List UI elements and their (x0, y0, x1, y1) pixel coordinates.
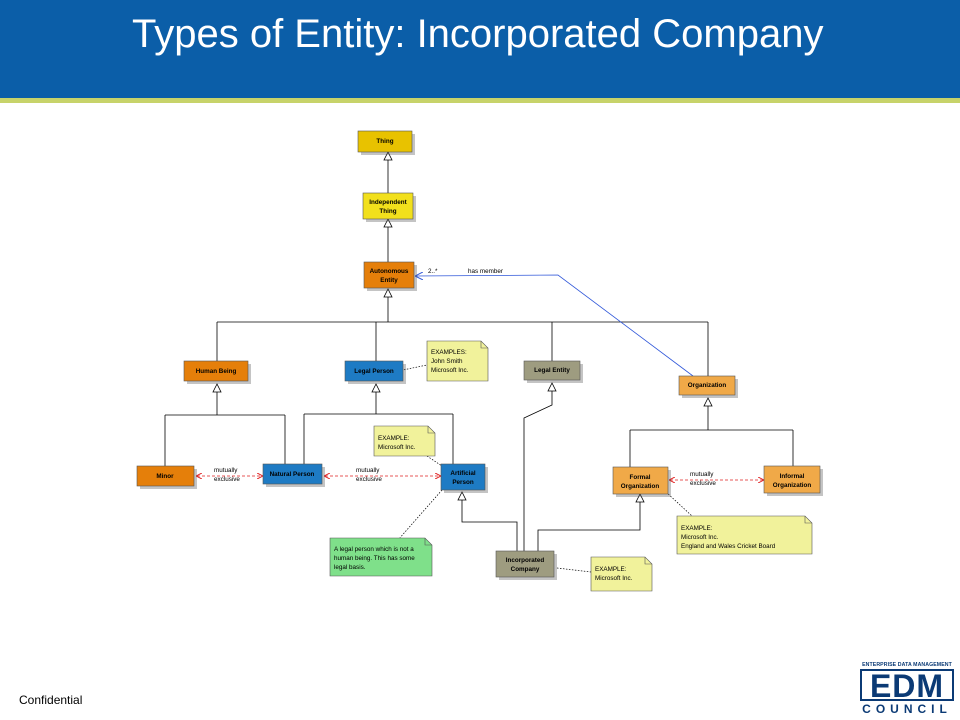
note-legal-person-examples: EXAMPLES: John Smith Microsoft Inc. (426, 340, 489, 382)
edm-council-logo: ENTERPRISE DATA MANAGEMENT EDM COUNCIL (858, 662, 956, 718)
svg-text:Human Being: Human Being (196, 368, 237, 375)
node-artificial-person: Artificial Person (440, 463, 488, 493)
svg-text:John Smith: John Smith (431, 358, 463, 365)
svg-text:legal basis.: legal basis. (334, 564, 366, 571)
node-human-being: Human Being (183, 360, 251, 384)
svg-text:Formal: Formal (630, 474, 651, 481)
svg-text:Organization: Organization (621, 483, 660, 490)
svg-text:Legal Person: Legal Person (354, 368, 394, 375)
note-incorporated-company-example: EXAMPLE: Microsoft Inc. (590, 556, 653, 592)
node-organization: Organization (678, 375, 738, 398)
svg-text:Artificial: Artificial (450, 470, 475, 477)
node-informal-organization: Informal Organization (763, 465, 823, 496)
has-member-label: has member (468, 268, 503, 275)
svg-text:EXAMPLES:: EXAMPLES: (431, 349, 467, 356)
svg-text:Legal Entity: Legal Entity (534, 367, 570, 374)
note-artificial-person-example: EXAMPLE: Microsoft Inc. (373, 425, 436, 457)
note-connectors (397, 364, 693, 573)
node-autonomous-entity: Autonomous Entity (363, 261, 417, 291)
footer-confidential: Confidential (19, 693, 83, 707)
node-natural-person: Natural Person (262, 463, 325, 487)
generalization-lines (164, 160, 794, 551)
has-member-multiplicity: 2..* (428, 268, 438, 275)
natural-artificial-exclusive-1: mutually (356, 467, 380, 474)
logo-main-text: EDM (860, 669, 954, 702)
svg-text:England and Wales Cricket Boar: England and Wales Cricket Board (681, 543, 776, 550)
svg-text:EXAMPLE:: EXAMPLE: (681, 525, 713, 532)
svg-text:human being. This has some: human being. This has some (334, 555, 415, 562)
svg-text:Thing: Thing (376, 138, 393, 145)
svg-text:EXAMPLE:: EXAMPLE: (378, 435, 410, 442)
svg-text:Organization: Organization (773, 482, 812, 489)
svg-text:Minor: Minor (156, 473, 174, 480)
svg-text:Microsoft Inc.: Microsoft Inc. (681, 534, 719, 541)
has-member-association (416, 275, 694, 377)
node-independent-thing: Independent Thing (362, 192, 416, 222)
svg-text:Autonomous: Autonomous (370, 268, 409, 275)
page-title: Types of Entity: Incorporated Company (132, 12, 824, 56)
svg-text:A legal person which is not a: A legal person which is not a (334, 546, 414, 553)
svg-text:Entity: Entity (380, 277, 398, 284)
node-minor: Minor (136, 465, 197, 489)
node-legal-person: Legal Person (344, 360, 406, 384)
logo-tagline: ENTERPRISE DATA MANAGEMENT (862, 662, 952, 668)
minor-natural-exclusive-2: exclusive (214, 476, 240, 483)
minor-natural-exclusive-1: mutually (214, 467, 238, 474)
svg-text:Microsoft Inc.: Microsoft Inc. (595, 575, 633, 582)
formal-informal-exclusive-2: exclusive (690, 480, 716, 487)
svg-text:EXAMPLE:: EXAMPLE: (595, 566, 627, 573)
svg-text:Informal: Informal (780, 473, 805, 480)
node-incorporated-company: Incorporated Company (495, 550, 557, 580)
svg-text:Organization: Organization (688, 382, 727, 389)
title-bar-stripe (0, 98, 960, 103)
svg-text:Thing: Thing (379, 208, 396, 215)
note-formal-organization-example: EXAMPLE: Microsoft Inc. England and Wale… (676, 515, 813, 555)
svg-text:Microsoft Inc.: Microsoft Inc. (378, 444, 416, 451)
svg-text:Person: Person (452, 479, 474, 486)
note-artificial-person-definition: A legal person which is not a human bein… (329, 537, 433, 577)
title-bar (0, 0, 960, 98)
svg-text:Incorporated: Incorporated (506, 557, 545, 564)
logo-sub-text: COUNCIL (862, 702, 952, 716)
node-legal-entity: Legal Entity (523, 360, 583, 383)
svg-text:Independent: Independent (369, 199, 407, 206)
node-thing: Thing (357, 130, 415, 155)
node-formal-organization: Formal Organization (612, 466, 671, 497)
generalization-arrowheads (212, 151, 713, 503)
disjoint-lines (197, 476, 763, 480)
svg-text:Company: Company (511, 566, 540, 573)
natural-artificial-exclusive-2: exclusive (356, 476, 382, 483)
svg-text:Natural Person: Natural Person (270, 471, 315, 478)
formal-informal-exclusive-1: mutually (690, 471, 714, 478)
svg-text:Microsoft Inc.: Microsoft Inc. (431, 367, 469, 374)
